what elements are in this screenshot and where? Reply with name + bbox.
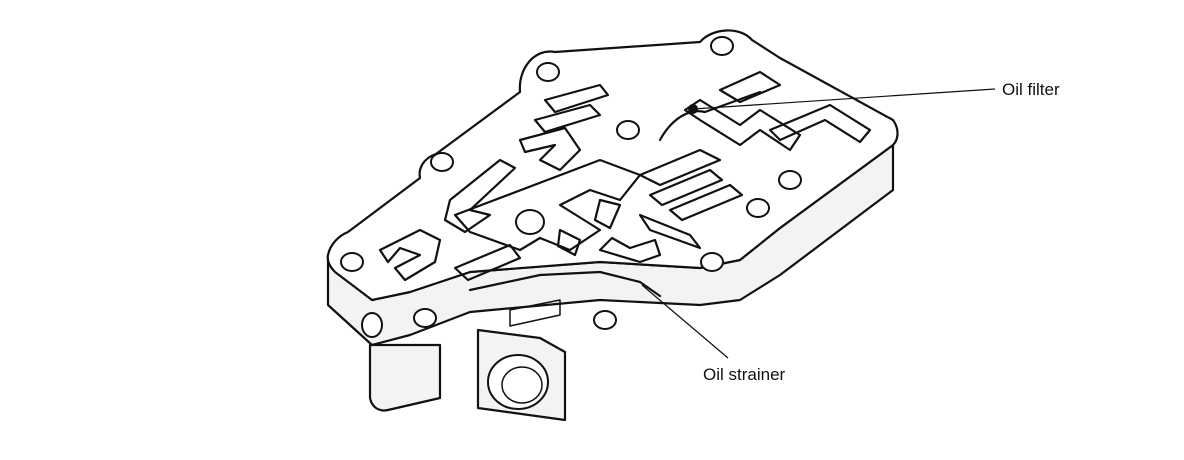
front-boss-bore bbox=[487, 354, 549, 410]
oil-filter-label: Oil filter bbox=[1002, 80, 1060, 99]
oil-filter-leader bbox=[692, 88, 996, 110]
left-side-hole bbox=[361, 312, 383, 338]
front-boss-bore-inner bbox=[501, 366, 543, 404]
oil-strainer-leader bbox=[641, 284, 729, 359]
front-lug bbox=[368, 343, 442, 412]
oil-strainer-label: Oil strainer bbox=[703, 365, 786, 384]
bolt-holes bbox=[340, 36, 802, 330]
fluid-passages bbox=[378, 70, 872, 327]
